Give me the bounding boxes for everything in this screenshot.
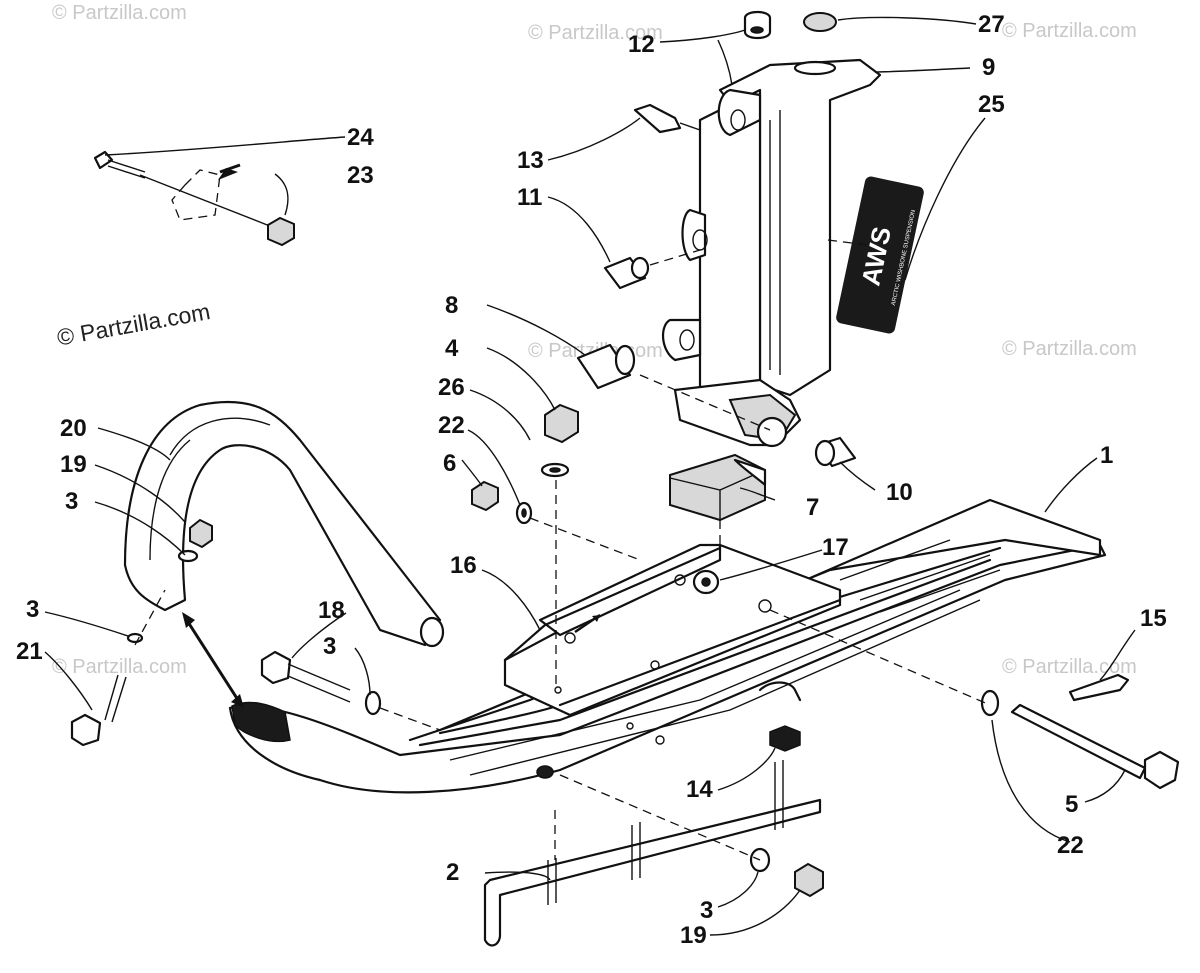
callout-13: 13	[517, 147, 544, 174]
callout-4: 4	[445, 335, 459, 362]
callout-10: 10	[886, 479, 913, 506]
washer-part-3[interactable]	[364, 690, 382, 716]
alignment-line	[134, 589, 166, 646]
callout-15: 15	[1140, 605, 1167, 632]
nut-part-4[interactable]	[544, 403, 579, 444]
alignment-line	[769, 609, 991, 706]
callout-5: 5	[1065, 791, 1078, 818]
watermark: © Partzilla.com	[52, 656, 187, 678]
callout-8: 8	[445, 292, 458, 319]
decal-part-25: AWS ARCTIC WISHBONE SUSPENSION	[836, 176, 924, 334]
watermark: © Partzilla.com	[1002, 20, 1137, 42]
bolt-part-21[interactable]	[70, 674, 127, 747]
alignment-line	[639, 374, 771, 431]
callout-20: 20	[60, 415, 87, 442]
callout-3: 3	[323, 633, 336, 660]
watermark: © Partzilla.com	[1002, 656, 1137, 678]
alignment-line	[379, 707, 441, 731]
callout-3: 3	[700, 897, 713, 924]
bushing-part-8[interactable]	[576, 343, 636, 390]
nut-part-6[interactable]	[471, 480, 499, 512]
alignment-line	[649, 249, 701, 266]
watermark: © Partzilla.com	[528, 22, 663, 44]
alignment-line	[529, 517, 641, 561]
callout-16: 16	[450, 552, 477, 579]
washer-part-17[interactable]	[692, 569, 720, 595]
callout-26: 26	[438, 374, 465, 401]
callout-27: 27	[978, 11, 1005, 38]
nut-part-19[interactable]	[189, 518, 213, 549]
callout-17: 17	[822, 534, 849, 561]
alignment-line	[827, 239, 869, 246]
callout-25: 25	[978, 91, 1005, 118]
alignment-line	[559, 774, 761, 861]
callout-19: 19	[680, 922, 707, 949]
bolt-part-18[interactable]	[260, 650, 351, 703]
callout-3: 3	[26, 596, 39, 623]
watermark: © Partzilla.com	[1002, 338, 1137, 360]
bushing-part-11[interactable]	[603, 256, 650, 290]
nut-part-19[interactable]	[794, 862, 824, 898]
callout-21: 21	[16, 638, 43, 665]
bumper-part-7[interactable]	[669, 453, 767, 522]
bushing-part-10[interactable]	[814, 436, 857, 468]
callout-6: 6	[443, 450, 456, 477]
callout-19: 19	[60, 451, 87, 478]
callout-14: 14	[686, 776, 713, 803]
callout-23: 23	[347, 162, 374, 189]
callout-12: 12	[628, 31, 655, 58]
saddle-part-16[interactable]	[503, 543, 842, 717]
washer-part-3[interactable]	[126, 632, 144, 644]
washer-part-22[interactable]	[980, 689, 1000, 717]
nut-part-23[interactable]	[267, 216, 295, 247]
cotter-pin-part-15[interactable]	[1068, 673, 1130, 702]
leader-lines	[44, 16, 1136, 936]
watermark: © Partzilla.com	[52, 2, 187, 24]
plug-part-27[interactable]	[803, 12, 837, 32]
callout-9: 9	[982, 54, 995, 81]
double-arrow	[182, 612, 244, 708]
callout-22: 22	[438, 412, 465, 439]
spacer-part-14[interactable]	[769, 725, 801, 752]
callout-18: 18	[318, 597, 345, 624]
handle-part-20[interactable]	[123, 400, 445, 648]
bracket-detail	[139, 163, 281, 231]
spindle-part-9[interactable]	[662, 58, 882, 448]
callout-1: 1	[1100, 442, 1113, 469]
callout-22: 22	[1057, 832, 1084, 859]
callout-numbers: 1 2 3 3 3 3 4 5 6 7 8 9 10 11 12 13 14 1…	[16, 11, 1167, 949]
wear-bar-part-2[interactable]	[483, 760, 822, 947]
callout-3: 3	[65, 488, 78, 515]
grease-fitting-part-13[interactable]	[633, 103, 701, 134]
callout-11: 11	[517, 184, 542, 211]
callout-2: 2	[446, 859, 459, 886]
washer-part-26[interactable]	[540, 462, 570, 478]
bolt-part-24[interactable]	[93, 150, 146, 179]
callout-24: 24	[347, 124, 374, 151]
bolt-part-5[interactable]	[1010, 703, 1180, 790]
washer-part-22[interactable]	[515, 501, 533, 525]
callout-7: 7	[806, 494, 819, 521]
cap-part-12[interactable]	[743, 10, 772, 40]
